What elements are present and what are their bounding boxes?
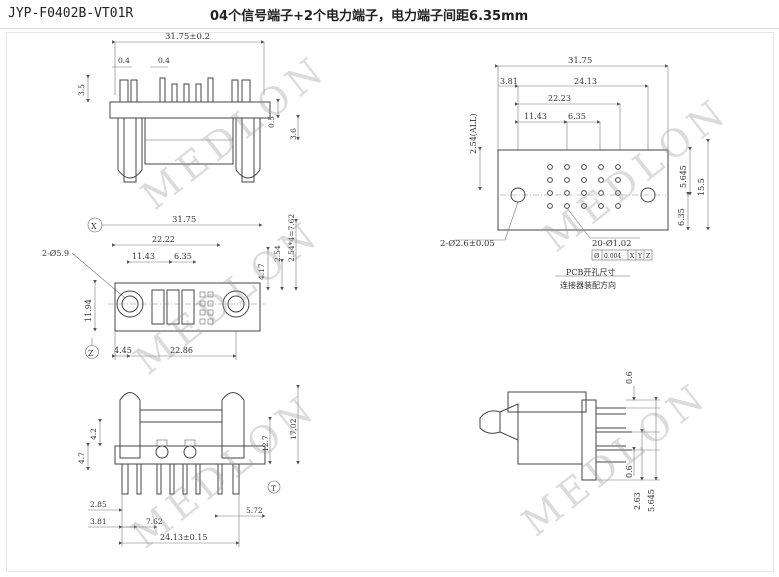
pcb-hole-small: 20-Ø1.02 — [592, 238, 632, 249]
tolerance-frame: Ø 0.004 X Y Z — [591, 249, 653, 261]
top-left-view: 31.75±0.2 0.4 0.4 3.5 0.5 3.6 MEDLON — [77, 32, 335, 218]
pcb-d2: 24.13 — [574, 77, 597, 86]
pcb-height-all: 2.54(ALL) — [469, 114, 478, 154]
tol-datum-z: Z — [646, 253, 650, 260]
bottom-b4: 5.72 — [246, 506, 263, 515]
front-d1: 22.22 — [152, 235, 175, 244]
pcb-d5: 6.35 — [568, 112, 586, 121]
front-r1: 4.17 — [257, 263, 266, 280]
bottom-b2: 3.81 — [90, 517, 107, 526]
watermark: MEDLON — [133, 46, 336, 218]
bottom-view: 4.2 4.7 17.02 12.7 T 2.85 3.81 7.62 5.72… — [77, 385, 326, 557]
pcb-d3: 22.23 — [548, 94, 571, 103]
dim-width: 31.75±0.2 — [165, 32, 210, 42]
drawing-frame — [6, 32, 774, 572]
pcb-side3: 6.35 — [677, 208, 686, 226]
front-b2: 22.86 — [170, 346, 193, 355]
dim-pitch-b: 0.4 — [158, 56, 170, 65]
tol-symbol: Ø — [594, 252, 599, 260]
front-b1: 4.45 — [114, 346, 132, 355]
front-d3: 6.35 — [174, 252, 192, 261]
datum-t: T — [271, 484, 276, 493]
signal-contacts — [199, 291, 214, 325]
dim-h1: 3.5 — [77, 84, 86, 96]
front-h-left: 11.94 — [84, 299, 93, 322]
pcb-d4: 11.43 — [524, 112, 547, 121]
front-view: X 31.75 22.22 11.43 6.35 2-Ø5.9 11.94 4.… — [42, 211, 329, 383]
watermark-5: MEDLON — [514, 373, 717, 545]
side-v2: 0.6 — [625, 465, 634, 478]
pcb-overall: 31.75 — [568, 56, 592, 66]
pcb-hole-big: 2-Ø2.6±0.05 — [440, 238, 495, 249]
bottom-b5: 24.13±0.15 — [160, 533, 207, 542]
title-bar: JYP-F0402B-VT01R 04个信号端子+2个电力端子，电力端子间距6.… — [0, 0, 779, 29]
side-v4: 5.645 — [647, 489, 656, 512]
bottom-h4: 12.7 — [261, 435, 270, 452]
side-v1: 0.6 — [625, 371, 634, 384]
front-hole: 2-Ø5.9 — [42, 249, 69, 258]
side-view: 0.6 0.6 2.63 5.645 MEDLON — [479, 371, 717, 545]
tol-value: 0.004 — [604, 253, 621, 260]
dim-h2: 0.5 — [267, 116, 276, 128]
part-number: JYP-F0402B-VT01R — [8, 6, 134, 21]
dim-h3: 3.6 — [289, 128, 298, 140]
pcb-d1: 3.81 — [500, 77, 518, 86]
pcb-side2: 15.5 — [697, 178, 706, 196]
tol-datum-y: Y — [637, 253, 643, 260]
front-overall: 31.75 — [172, 215, 196, 225]
bottom-h1: 4.2 — [89, 428, 98, 440]
bottom-h2: 4.7 — [77, 452, 86, 464]
datum-x: X — [91, 222, 97, 231]
pcb-side1: 5.645 — [679, 165, 688, 188]
watermark-2: MEDLON — [534, 89, 737, 261]
tol-datum-x: X — [630, 253, 635, 260]
assembly-direction-caption: 连接器装配方向 — [560, 280, 616, 290]
bottom-h3: 17.02 — [289, 418, 298, 440]
watermark-4: MEDLON — [123, 385, 326, 557]
pcb-caption: PCB开孔尺寸 — [566, 267, 615, 277]
bottom-b1: 2.85 — [90, 500, 107, 509]
bottom-b3: 7.62 — [146, 517, 163, 526]
front-r2: 2.54 — [273, 245, 282, 262]
datum-z: Z — [88, 349, 94, 358]
part-description: 04个信号端子+2个电力端子，电力端子间距6.35mm — [210, 9, 529, 24]
front-r3: 2.54*4=7.62 — [287, 214, 296, 262]
side-v3: 2.63 — [633, 492, 642, 510]
pcb-hole-view: 31.75 3.81 24.13 22.23 11.43 6.35 2.54(A… — [440, 56, 737, 290]
front-d2: 11.43 — [132, 252, 155, 261]
dim-pitch-a: 0.4 — [118, 56, 130, 65]
